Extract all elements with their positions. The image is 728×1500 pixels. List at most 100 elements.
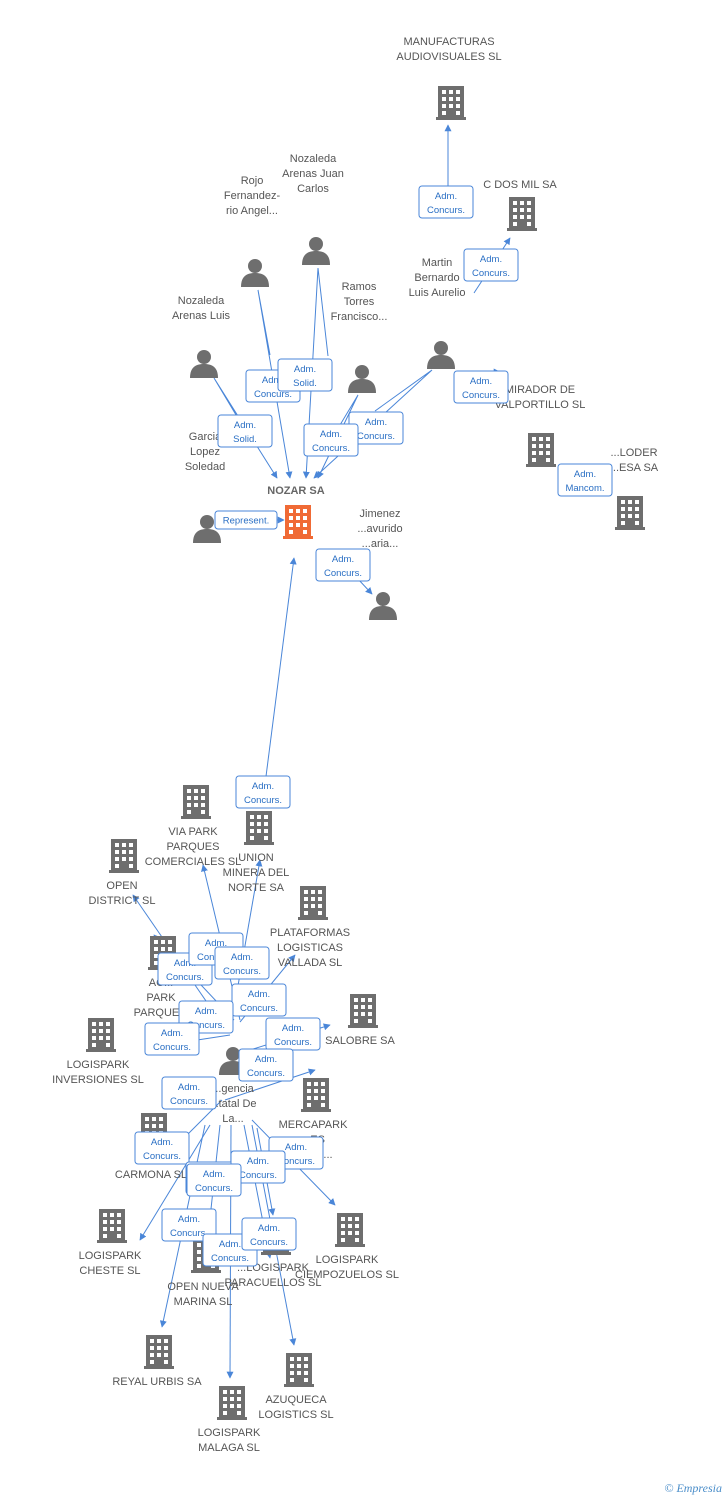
node-label: LOGISPARK <box>79 1250 142 1262</box>
node-label: MIRADOR DE <box>505 384 575 396</box>
node-label: Lopez <box>190 446 220 458</box>
edge-label-text: Adm. <box>178 1214 200 1225</box>
edge-label-text: Solid. <box>293 378 317 389</box>
building-icon <box>217 1386 247 1420</box>
edge-label-text: Adm. <box>480 254 502 265</box>
edge-label-box <box>134 1131 190 1165</box>
edge-label-text: Adm. <box>294 364 316 375</box>
edge-label-text: Concurs. <box>239 1170 277 1181</box>
node-label: Jimenez <box>360 508 401 520</box>
edge-label-text: Concurs. <box>312 443 350 454</box>
edge-label: Adm.Concurs. <box>231 983 287 1017</box>
person-icon <box>427 341 455 369</box>
node-label: ...tatal De <box>209 1098 256 1110</box>
node-label: SALOBRE SA <box>325 1035 395 1047</box>
edge-label-text: Concurs. <box>223 966 261 977</box>
edge-label-text: Mancom. <box>565 483 604 494</box>
node-label: INVERSIONES SL <box>52 1074 144 1086</box>
node-salobre[interactable]: SALOBRE SA <box>325 994 396 1047</box>
edge-label-box <box>161 1208 217 1242</box>
node-label: REYAL URBIS SA <box>112 1376 202 1388</box>
node-label: PARQUE... <box>134 1007 189 1019</box>
edge-label-box <box>161 1076 217 1110</box>
node-label: LOGISPARK <box>316 1254 379 1266</box>
building-icon <box>335 1213 365 1247</box>
building-icon <box>144 1335 174 1369</box>
edge-label: Adm. Concurs. <box>214 946 270 980</box>
copyright-symbol: © <box>664 1481 674 1495</box>
node-label: La... <box>222 1113 243 1125</box>
edge-label-text: Concurs. <box>170 1096 208 1107</box>
node-reyal[interactable]: REYAL URBIS SA <box>112 1335 202 1388</box>
building-icon <box>284 1353 314 1387</box>
node-label: MARINA SL <box>174 1296 233 1308</box>
edge-label-text: Concurs. <box>462 390 500 401</box>
building-icon <box>283 505 313 539</box>
person-icon <box>369 592 397 620</box>
edge-label-text: Adm. <box>161 1028 183 1039</box>
edge-label-text: Adm. <box>151 1137 173 1148</box>
node-label: LOGISPARK <box>67 1059 130 1071</box>
node-agencia[interactable]: ...gencia...tatal DeLa... <box>209 1047 257 1125</box>
node-loder[interactable]: ...LODER...ESA SA <box>610 447 659 530</box>
building-icon <box>244 811 274 845</box>
edge-label: Adm.Concurs. <box>265 1017 321 1051</box>
edge-label: Adm.Concurs. <box>235 775 291 809</box>
edge-label-text: Adm. <box>231 952 253 963</box>
node-label: Arenas Juan <box>282 168 344 180</box>
edge-label: Adm.Concurs. <box>144 1022 200 1056</box>
edge-label-text: Adm. <box>320 429 342 440</box>
node-logiinv[interactable]: LOGISPARK INVERSIONES SL <box>52 1018 144 1086</box>
building-icon <box>181 785 211 819</box>
node-label: Garcia <box>189 431 222 443</box>
node-cdosmil[interactable]: C DOS MIL SA <box>483 179 557 231</box>
edge-label-box <box>463 248 519 282</box>
edge-label: Adm. Solid. <box>277 358 333 392</box>
edge-label: Adm.Concurs. <box>161 1076 217 1110</box>
edge-label-box <box>303 423 359 457</box>
node-nozar[interactable]: NOZAR SA <box>267 485 325 539</box>
node-label: LOGISTICAS <box>277 942 343 954</box>
building-icon <box>526 433 556 467</box>
edge-label-text: Adm. <box>248 989 270 1000</box>
person-icon <box>190 350 218 378</box>
node-label: PARQUES <box>167 841 220 853</box>
node-label: VALLADA SL <box>278 957 343 969</box>
edge-label-text: Adm. <box>435 191 457 202</box>
edge-label-box <box>214 946 270 980</box>
node-acpark[interactable]: AC...PARKPARQUE... <box>134 936 189 1019</box>
edge-label-text: Concurs. <box>244 795 282 806</box>
edge-label-box <box>557 463 613 497</box>
node-label: NORTE SA <box>228 882 285 894</box>
edge-label-text: Concurs. <box>166 972 204 983</box>
edge-label-box <box>231 983 287 1017</box>
edge-label: Represent. <box>214 510 278 530</box>
edge-label-text: Adm. <box>365 417 387 428</box>
node-jimenez[interactable]: Jimenez...avurido...aria... <box>357 508 403 620</box>
edge-label: Adm.Concurs. <box>463 248 519 282</box>
node-ramos[interactable]: RamosTorresFrancisco... <box>331 281 388 393</box>
edge-label-text: Adm. <box>332 554 354 565</box>
node-label: Luis Aurelio <box>409 287 466 299</box>
edge-label-box <box>238 1048 294 1082</box>
person-icon <box>302 237 330 265</box>
edge-label: Adm.Concurs. <box>348 411 404 445</box>
